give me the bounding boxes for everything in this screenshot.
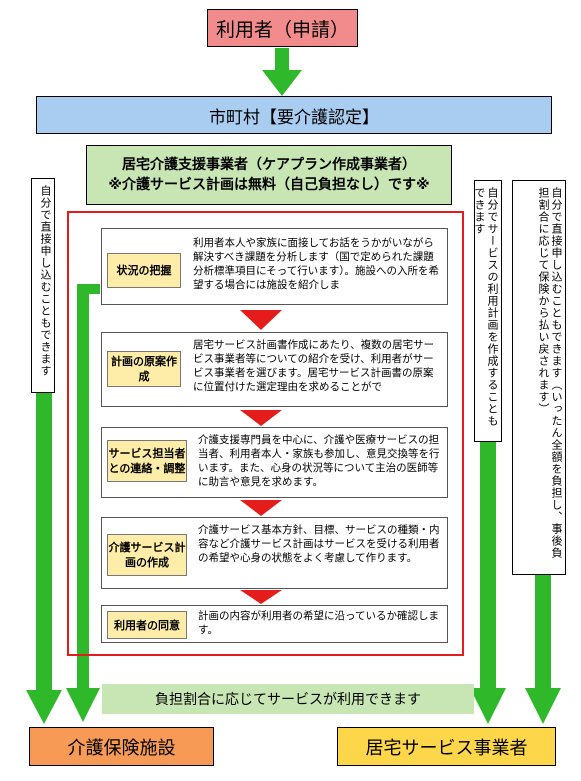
home-service-label: 居宅サービス事業者 — [365, 737, 528, 759]
home-service-box: 居宅サービス事業者 — [337, 727, 556, 766]
facility-box: 介護保険施設 — [29, 727, 214, 766]
applicant-box: 利用者（申請） — [207, 9, 358, 47]
step-2-text: 居宅サービス計画書作成にあたり、複数の居宅サービス事業者等についての紹介を受け、… — [193, 339, 435, 393]
municipality-box: 市町村【要介護認定】 — [36, 96, 552, 134]
left-note-box: 自分で直接申し込むこともできます — [31, 178, 55, 393]
step-4-text: 介護サービス基本方針、目標、サービスの種類・内容など介護サービス計画はサービスを… — [198, 524, 440, 564]
step-1-label: 状況の把握 — [107, 253, 181, 288]
step-1: 状況の把握 利用者本人や家族に面接してお話をうかがいながら解決すべき課題を分析し… — [101, 228, 448, 305]
right-note-2-box: 自分で直接申し込むこともできます（いったん全額を負担し、事後負担割合に応じて保険… — [512, 180, 566, 575]
left-arrow-shaft — [36, 393, 52, 693]
bottom-bar: 負担割合に応じてサービスが利用できます — [102, 684, 474, 714]
inner-arrow-head — [66, 688, 100, 722]
care-manager-box: 居宅介護支援事業者（ケアプラン作成事業者） ※介護サービス計画は無料（自己負担な… — [86, 145, 452, 205]
step-5-text: 計画の内容が利用者の希望に沿っているか確認します。 — [198, 610, 439, 636]
right-note-2-text: 自分で直接申し込むこともできます（いったん全額を負担し、事後負担割合に応じて保険… — [537, 187, 563, 559]
inner-arrow-shaft — [77, 284, 89, 689]
arrow-down-1 — [262, 48, 302, 96]
step-4-label: 介護サービス計画の作成 — [107, 534, 187, 576]
right-arrow-1-shaft — [480, 440, 496, 690]
right-note-1-box: 自分でサービスの利用計画を作成することもできます — [473, 180, 502, 442]
applicant-label: 利用者（申請） — [215, 18, 349, 41]
right-arrow-2-shaft — [535, 575, 551, 690]
step-2-label: 計画の原案作成 — [107, 351, 181, 387]
care-manager-line2: ※介護サービス計画は無料（自己負担なし）です※ — [108, 177, 430, 193]
step-4: 介護サービス計画の作成 介護サービス基本方針、目標、サービスの種類・内容など介護… — [101, 517, 448, 589]
right-note-1-text: 自分でサービスの利用計画を作成することもできます — [473, 187, 499, 427]
step-3: サービス担当者との連絡・調整 介護支援専門員を中心に、介護や医療サービスの担当者… — [101, 427, 448, 498]
step-arrow-3 — [240, 500, 282, 516]
step-3-text: 介護支援専門員を中心に、介護や医療サービスの担当者、利用者本人・家族も参加し、意… — [198, 434, 440, 488]
municipality-label: 市町村【要介護認定】 — [209, 107, 379, 128]
process-frame — [67, 211, 464, 656]
left-note-text: 自分で直接申し込むこともできます — [39, 185, 52, 377]
step-arrow-2 — [240, 410, 282, 426]
step-3-label: サービス担当者との連絡・調整 — [107, 440, 187, 482]
bottom-bar-text: 負担割合に応じてサービスが利用できます — [155, 692, 421, 708]
step-5-label: 利用者の同意 — [107, 611, 187, 639]
step-1-text: 利用者本人や家族に面接してお話をうかがいながら解決すべき課題を分析します（国で定… — [193, 237, 440, 291]
facility-label: 介護保険施設 — [67, 737, 176, 759]
right-arrow-2-head — [525, 688, 561, 724]
left-arrow-head — [26, 690, 62, 724]
step-2: 計画の原案作成 居宅サービス計画書作成にあたり、複数の居宅サービス事業者等につい… — [101, 332, 448, 407]
care-manager-line1: 居宅介護支援事業者（ケアプラン作成事業者） — [122, 157, 416, 173]
step-arrow-4 — [240, 590, 282, 604]
step-arrow-1 — [240, 310, 282, 330]
step-5: 利用者の同意 計画の内容が利用者の希望に沿っているか確認します。 — [101, 605, 448, 643]
right-arrow-1-head — [470, 688, 506, 724]
